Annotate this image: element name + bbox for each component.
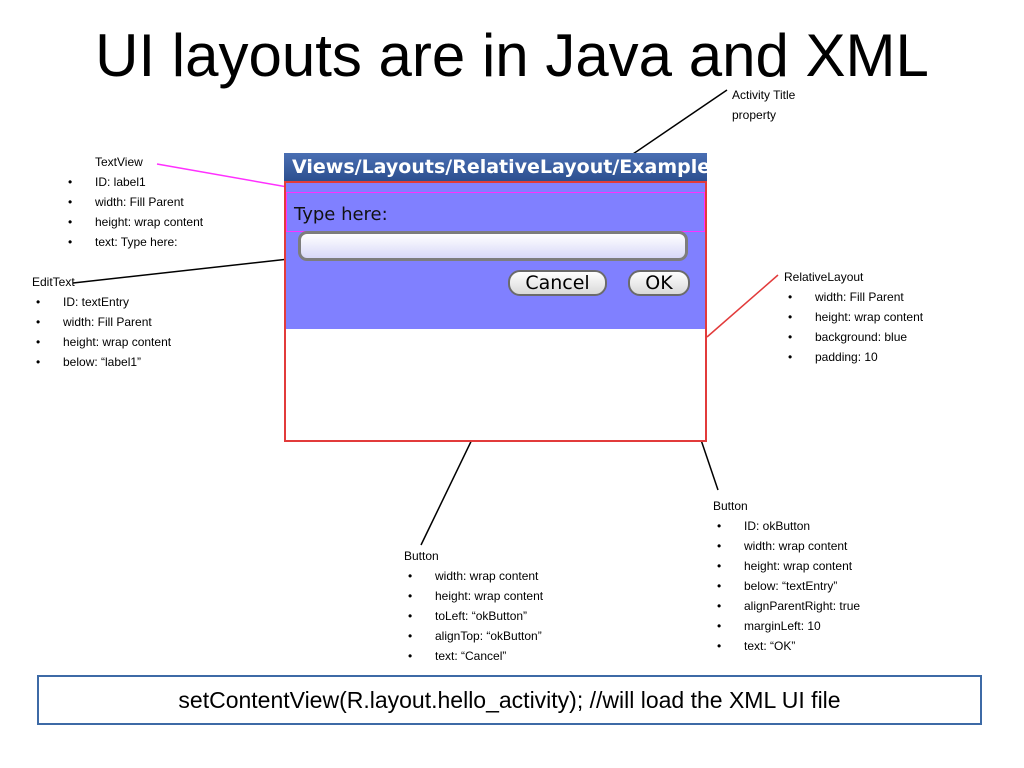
annotation-list: ID: label1 width: Fill Parent height: wr…: [64, 172, 203, 252]
textview-annotation: TextView ID: label1 width: Fill Parent h…: [64, 152, 203, 252]
annotation-item: height: wrap content: [64, 212, 203, 232]
activity-title-bar: Views/Layouts/RelativeLayout/Example: [284, 153, 707, 181]
annotation-item: background: blue: [784, 327, 923, 347]
annotation-item: alignParentRight: true: [713, 596, 860, 616]
annotation-item: below: “textEntry”: [713, 576, 860, 596]
edittext-callout-line: [72, 256, 308, 284]
ok-button-annotation: Button ID: okButton width: wrap content …: [713, 496, 860, 656]
annotation-item: width: Fill Parent: [784, 287, 923, 307]
annotation-item: width: Fill Parent: [32, 312, 171, 332]
activity-title-callout-line: [629, 89, 728, 157]
slide-title: UI layouts are in Java and XML: [95, 22, 929, 89]
ok-button[interactable]: OK: [628, 270, 690, 296]
annotation-list: width: wrap content height: wrap content…: [404, 566, 543, 666]
annotation-item: text: Type here:: [64, 232, 203, 252]
annotation-item: width: Fill Parent: [64, 192, 203, 212]
relativelayout-annotation: RelativeLayout width: Fill Parent height…: [784, 267, 923, 367]
annotation-item: marginLeft: 10: [713, 616, 860, 636]
textview-label: Type here:: [294, 204, 388, 225]
annotation-item: ID: label1: [64, 172, 203, 192]
annotation-item: below: “label1”: [32, 352, 171, 372]
annotation-heading: TextView: [95, 155, 143, 169]
annotation-list: ID: okButton width: wrap content height:…: [713, 516, 860, 656]
annotation-item: height: wrap content: [32, 332, 171, 352]
cancel-button[interactable]: Cancel: [508, 270, 607, 296]
annotation-heading: RelativeLayout: [784, 270, 864, 284]
annotation-item: height: wrap content: [404, 586, 543, 606]
annotation-item: width: wrap content: [713, 536, 860, 556]
annotation-item: text: “Cancel”: [404, 646, 543, 666]
annotation-item: ID: okButton: [713, 516, 860, 536]
relative-layout-background: Type here: Cancel OK: [286, 183, 705, 329]
annotation-item: height: wrap content: [784, 307, 923, 327]
annotation-line: Activity Title: [732, 88, 796, 102]
annotation-list: ID: textEntry width: Fill Parent height:…: [32, 292, 171, 372]
annotation-item: ID: textEntry: [32, 292, 171, 312]
relativelayout-callout-line: [706, 274, 779, 338]
edittext-annotation: EditText ID: textEntry width: Fill Paren…: [32, 272, 171, 372]
annotation-item: text: “OK”: [713, 636, 860, 656]
activity-title-annotation: Activity Title property: [732, 85, 795, 125]
annotation-line: property: [732, 108, 777, 122]
code-snippet-box: setContentView(R.layout.hello_activity);…: [37, 675, 982, 725]
annotation-item: toLeft: “okButton”: [404, 606, 543, 626]
annotation-item: width: wrap content: [404, 566, 543, 586]
cancel-button-annotation: Button width: wrap content height: wrap …: [404, 546, 543, 666]
annotation-list: width: Fill Parent height: wrap content …: [784, 287, 923, 367]
annotation-item: alignTop: “okButton”: [404, 626, 543, 646]
annotation-heading: Button: [713, 499, 748, 513]
annotation-item: height: wrap content: [713, 556, 860, 576]
android-screen: Views/Layouts/RelativeLayout/Example Typ…: [284, 153, 707, 442]
annotation-heading: Button: [404, 549, 439, 563]
text-entry-field[interactable]: [298, 231, 688, 261]
annotation-item: padding: 10: [784, 347, 923, 367]
annotation-heading: EditText: [32, 275, 75, 289]
relative-layout: Type here: Cancel OK: [284, 181, 707, 442]
